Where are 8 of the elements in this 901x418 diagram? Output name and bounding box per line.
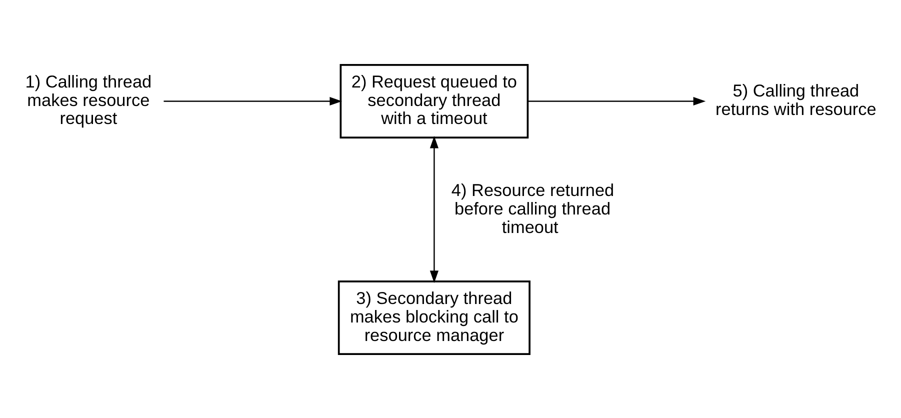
edge-label: 4) Resource returned before calling thread timeout	[451, 180, 614, 237]
node-box: 3) Secondary thread makes blocking call to resource manager	[338, 280, 530, 354]
node-text: 5) Calling thread returns with resource	[716, 80, 876, 118]
arrow	[430, 135, 438, 282]
node-text: 1) Calling thread makes resource request	[25, 70, 152, 128]
arrow	[164, 96, 342, 106]
arrow	[528, 96, 706, 106]
node-box: 2) Request queued to secondary thread with a timeout	[340, 64, 529, 138]
